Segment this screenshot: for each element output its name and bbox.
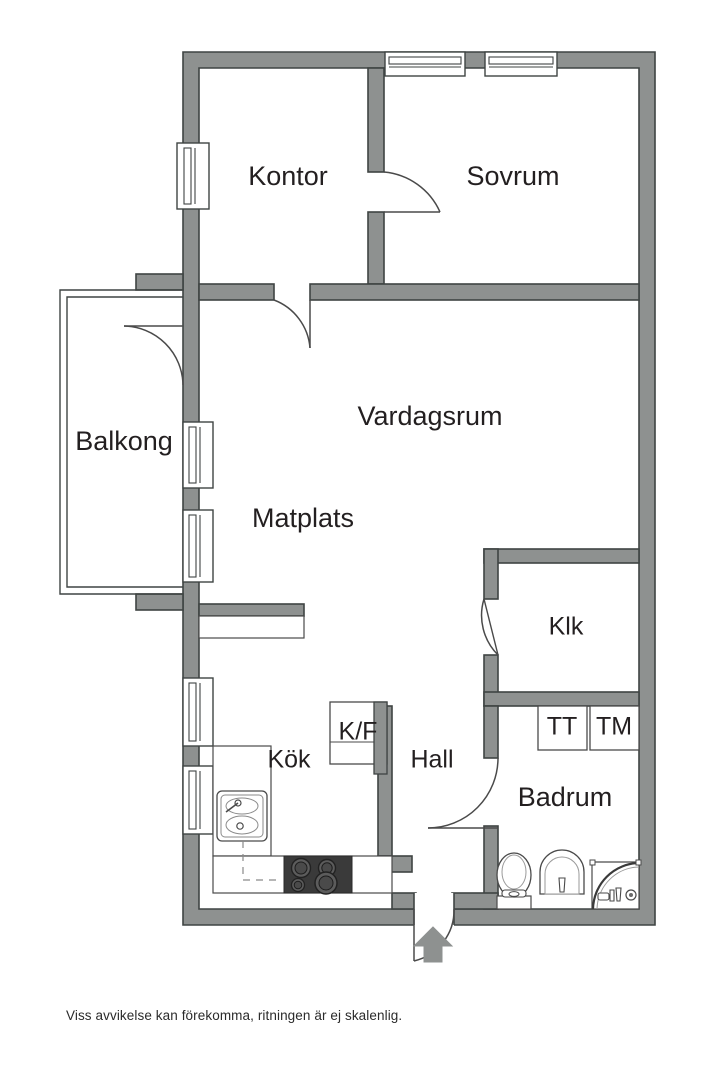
- wall-kontor-sovrum-lower: [367, 211, 385, 285]
- room-label-sovrum: Sovrum: [466, 161, 559, 191]
- wall-klk-bottom: [483, 691, 640, 707]
- window-group: [176, 51, 558, 835]
- door-kontor-sovrum: [383, 171, 441, 213]
- room-label-hall: Hall: [410, 746, 453, 774]
- balcony-outline: [59, 289, 183, 595]
- counter-upper: [198, 615, 305, 639]
- stove-cooktop: [283, 855, 353, 895]
- wall-balcony-nub-top: [135, 273, 184, 291]
- toilet: [496, 852, 532, 910]
- corner-cabinet-indicator: [242, 841, 278, 881]
- laundry-appliance-boxes: [537, 705, 640, 751]
- room-label-klk: Klk: [549, 613, 584, 641]
- door-badrum: [427, 757, 499, 829]
- door-klk: [480, 598, 499, 656]
- wall-klk-top: [483, 548, 640, 564]
- appliance-label-tumble-dryer: TT: [547, 713, 578, 741]
- door-kontor-living: [273, 299, 311, 349]
- room-label-badrum: Badrum: [518, 782, 613, 812]
- appliance-labels: K/F TT TM: [339, 713, 633, 746]
- entry-doorway-cut: [413, 893, 455, 928]
- bathroom-fittings: [496, 705, 642, 910]
- window-west-kontor: [176, 142, 210, 210]
- wall-below-bedrooms-right: [309, 283, 640, 301]
- appliance-label-washer: TM: [596, 713, 632, 741]
- room-label-balkong: Balkong: [75, 426, 173, 456]
- disclaimer-note: Viss avvikelse kan förekomma, ritningen …: [66, 1008, 403, 1023]
- door-balcony: [123, 325, 184, 386]
- window-west-kok-2: [182, 765, 214, 835]
- wall-klk-left-upper: [483, 548, 499, 600]
- window-west-kok-1: [182, 677, 214, 747]
- room-label-vardagsrum: Vardagsrum: [357, 401, 502, 431]
- wall-hall-bottom-right: [451, 892, 499, 910]
- room-label-matplats: Matplats: [252, 503, 354, 533]
- wall-below-bedrooms-left: [198, 283, 275, 301]
- door-group: [123, 171, 499, 962]
- wall-badrum-left-upper: [483, 705, 499, 759]
- corner-shower: [589, 859, 642, 910]
- entrance-arrow-icon: [412, 926, 454, 963]
- room-label-kontor: Kontor: [248, 161, 328, 191]
- wall-kontor-sovrum-upper: [367, 67, 385, 173]
- room-label-kok: Kök: [267, 746, 311, 774]
- room-labels: Kontor Sovrum Vardagsrum Matplats Balkon…: [75, 161, 612, 812]
- appliance-label-fridge-freezer: K/F: [339, 718, 378, 746]
- wall-balcony-nub-bottom: [135, 593, 184, 611]
- washbasin: [539, 849, 585, 895]
- window-west-matplats-1: [182, 421, 214, 489]
- wall-kitchen-divider-stub: [198, 603, 305, 617]
- kitchen-sink: [216, 790, 268, 842]
- fridge-freezer-unit: [329, 701, 388, 775]
- wall-hall-bottom-left: [391, 892, 417, 910]
- kitchen-fittings: [198, 615, 393, 895]
- window-north-2: [484, 51, 558, 77]
- window-north-1: [384, 51, 466, 77]
- window-west-matplats-2: [182, 509, 214, 583]
